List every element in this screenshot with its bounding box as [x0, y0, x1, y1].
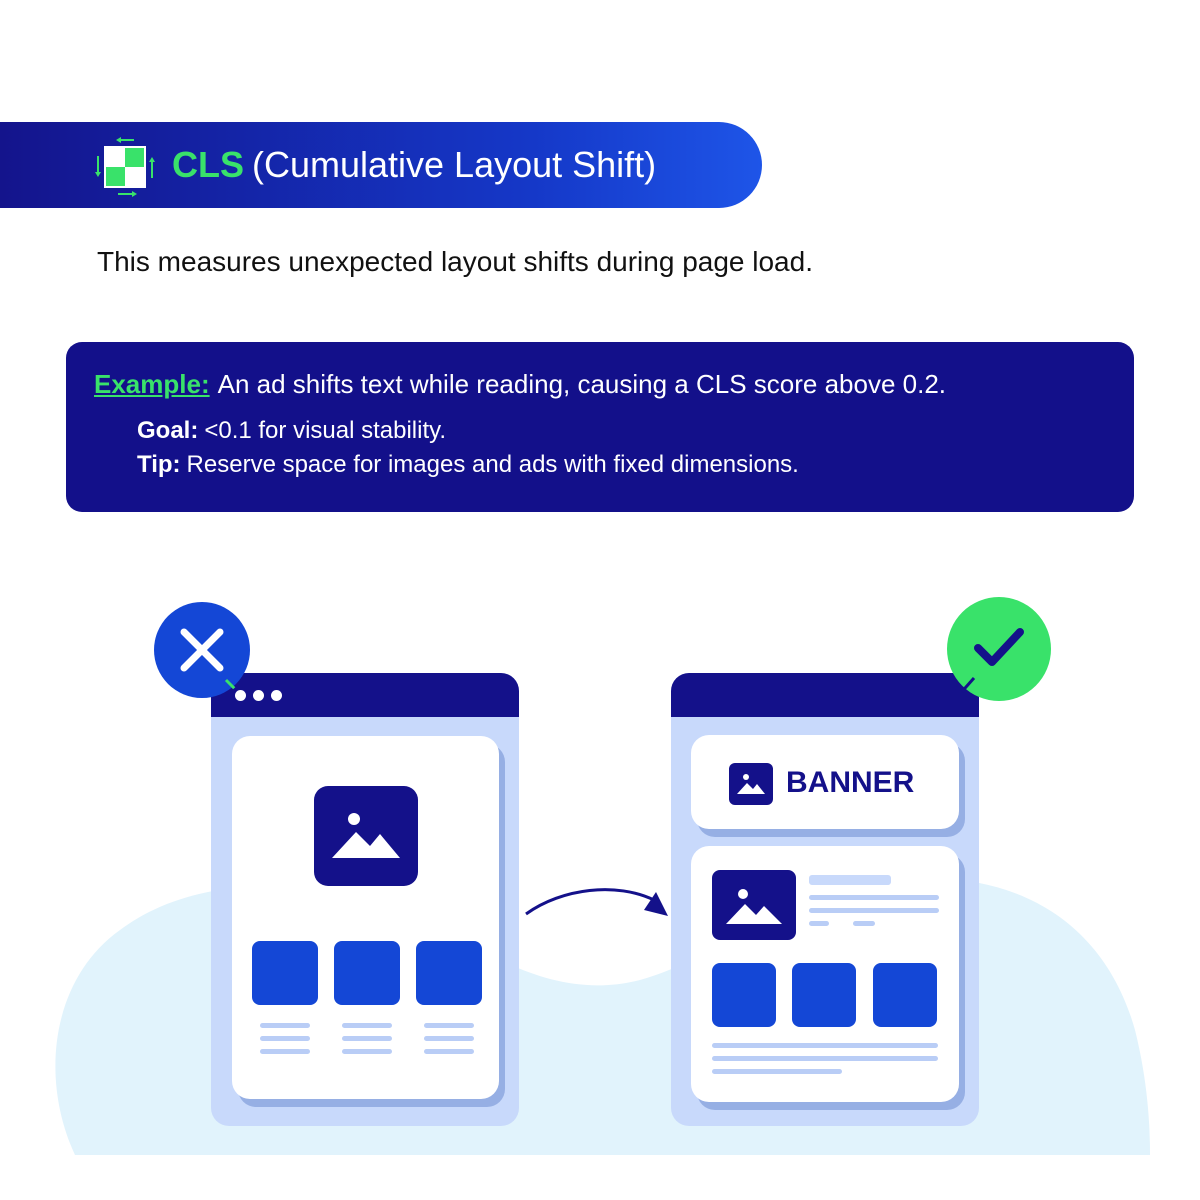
- example-text: An ad shifts text while reading, causing…: [217, 369, 947, 399]
- text-line: [342, 1023, 392, 1028]
- image-placeholder-icon: [729, 763, 773, 805]
- text-heading-line: [809, 875, 891, 885]
- goal-line: Goal:<0.1 for visual stability.: [137, 416, 446, 446]
- text-line: [712, 1043, 938, 1048]
- window-dot: [271, 690, 282, 701]
- text-line: [260, 1023, 310, 1028]
- stable-layout-window: BANNER: [671, 673, 979, 1126]
- window-dot: [235, 690, 246, 701]
- content-card: [691, 846, 959, 1102]
- text-line: [712, 1069, 842, 1074]
- text-line: [424, 1023, 474, 1028]
- banner-card: BANNER: [691, 735, 959, 829]
- text-line: [712, 1056, 938, 1061]
- example-box: Example:An ad shifts text while reading,…: [66, 342, 1134, 512]
- content-block: [712, 963, 776, 1027]
- content-block: [416, 941, 482, 1005]
- text-line: [260, 1049, 310, 1054]
- text-line: [809, 895, 939, 900]
- text-line: [424, 1049, 474, 1054]
- title-expansion: (Cumulative Layout Shift): [252, 144, 657, 185]
- goal-text: <0.1 for visual stability.: [204, 417, 447, 444]
- subtitle: This measures unexpected layout shifts d…: [97, 246, 813, 277]
- content-block: [252, 941, 318, 1005]
- content-block: [334, 941, 400, 1005]
- checkmark-icon: [947, 597, 1051, 701]
- window-dot: [253, 690, 264, 701]
- text-line: [260, 1036, 310, 1041]
- page-title: CLS(Cumulative Layout Shift): [172, 144, 656, 186]
- tip-line: Tip:Reserve space for images and ads wit…: [137, 450, 799, 480]
- image-placeholder-icon: [712, 870, 796, 940]
- image-placeholder-icon: [314, 786, 418, 886]
- window-title-bar: [211, 673, 519, 717]
- text-line: [424, 1036, 474, 1041]
- close-icon: [154, 602, 250, 698]
- content-block: [792, 963, 856, 1027]
- tip-label: Tip:: [137, 451, 181, 478]
- goal-label: Goal:: [137, 417, 199, 444]
- example-line: Example:An ad shifts text while reading,…: [94, 368, 946, 400]
- text-line: [342, 1036, 392, 1041]
- text-line: [809, 921, 829, 926]
- text-line: [809, 908, 939, 913]
- layout-shift-icon: [95, 137, 155, 197]
- example-label: Example:: [94, 369, 210, 399]
- banner-label: BANNER: [786, 766, 915, 799]
- content-block: [873, 963, 937, 1027]
- title-acronym: CLS: [172, 144, 244, 185]
- header-banner: CLS(Cumulative Layout Shift): [0, 122, 762, 208]
- window-title-bar: [671, 673, 979, 717]
- text-line: [342, 1049, 392, 1054]
- page-card: [232, 736, 499, 1099]
- tip-text: Reserve space for images and ads with fi…: [186, 451, 799, 478]
- unstable-layout-window: [211, 673, 519, 1126]
- arrow-icon: [525, 888, 668, 916]
- text-line: [853, 921, 875, 926]
